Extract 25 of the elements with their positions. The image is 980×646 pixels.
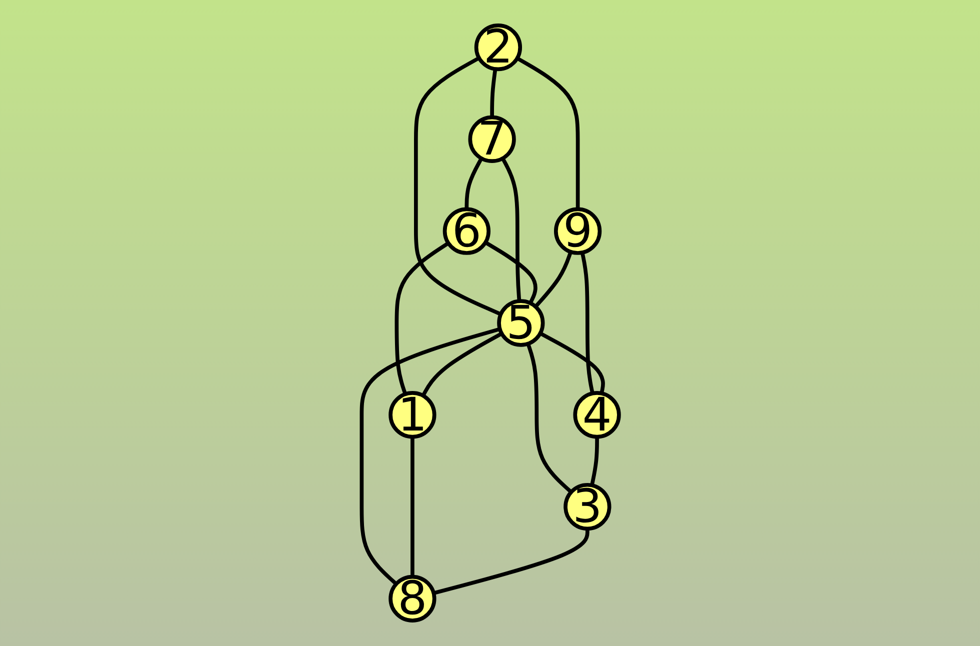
connector <box>410 436 414 577</box>
connector <box>590 436 599 486</box>
connector <box>432 528 590 595</box>
node-circle: 9 <box>554 207 602 255</box>
connector <box>538 332 605 394</box>
connector <box>414 56 502 316</box>
connector <box>359 327 500 586</box>
node-circle: 2 <box>474 24 522 72</box>
connector <box>516 56 580 210</box>
connector <box>394 242 450 395</box>
node-circle: 3 <box>563 482 611 531</box>
connector <box>464 157 483 210</box>
connector <box>526 343 572 494</box>
node-circle: 6 <box>442 207 490 255</box>
connector <box>484 240 538 304</box>
connector <box>534 251 572 308</box>
node-circle: 7 <box>468 115 516 164</box>
connector <box>421 332 502 397</box>
node-circle: 4 <box>572 391 621 439</box>
node-circle: 8 <box>388 574 436 622</box>
connector <box>500 157 521 302</box>
connector <box>580 252 594 394</box>
node-circle: 1 <box>388 391 436 439</box>
connector <box>490 68 497 118</box>
node-circle: 5 <box>496 299 544 347</box>
